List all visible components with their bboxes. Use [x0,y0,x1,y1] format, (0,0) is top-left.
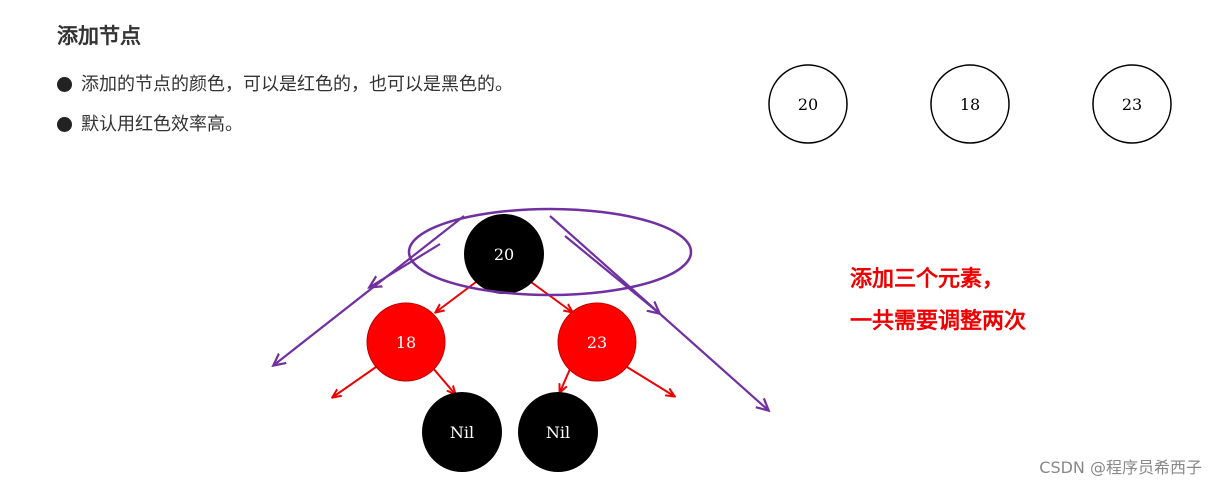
inserted-node-circle [768,64,848,144]
tree-node-root: 20 [464,214,544,294]
edge-23-right-nil [626,366,674,396]
inserted-node-label: 20 [798,95,818,114]
bullet-list: 添加的节点的颜色，可以是红色的，也可以是黑色的。 默认用红色效率高。 [57,68,513,148]
tree-node-circle [518,392,598,472]
inserted-node-18: 18 [930,64,1010,144]
annotation-line: 一共需要调整两次 [850,308,1027,334]
tree-node-label: 20 [494,245,514,264]
tree-node-label: Nil [546,423,570,442]
bullet-item: 默认用红色效率高。 [57,108,513,148]
edge-root-right [530,281,572,312]
inserted-node-circle [1092,64,1172,144]
tree-node-circle [422,392,502,472]
inserted-node-label: 23 [1122,95,1142,114]
tree-node-23: 23 [557,302,637,382]
tree-node-label: 23 [587,333,607,352]
bullet-dot-icon [57,77,72,92]
section-heading: 添加节点 [57,23,141,48]
rotation-arrow-long-right [549,215,768,410]
rotation-highlight-ellipse [407,207,693,297]
inserted-node-circle [930,64,1010,144]
inserted-node-20: 20 [768,64,848,144]
tree-node-circle [464,214,544,294]
annotation-line: 添加三个元素， [850,266,1005,292]
watermark: CSDN @程序员希西子 [1039,458,1202,477]
bullet-text: 默认用红色效率高。 [81,114,243,135]
bullet-dot-icon [57,117,72,132]
tree-node-circle [557,302,637,382]
edge-18-right-nil [431,366,455,394]
tree-node-label: 18 [396,333,416,352]
tree-node-nil-right: Nil [518,392,598,472]
edge-18-left-nil [333,366,377,397]
inserted-node-label: 18 [960,95,980,114]
inserted-node-23: 23 [1092,64,1172,144]
tree-node-18: 18 [366,302,446,382]
bullet-item: 添加的节点的颜色，可以是红色的，也可以是黑色的。 [57,68,513,108]
tree-node-nil-left: Nil [422,392,502,472]
adjustment-annotation: 添加三个元素， 一共需要调整两次 [850,258,1026,342]
bullet-text: 添加的节点的颜色，可以是红色的，也可以是黑色的。 [81,74,513,95]
edge-23-left-nil [560,368,571,392]
tree-node-circle [366,302,446,382]
tree-node-label: Nil [450,423,474,442]
rotation-arrow-long-left [274,215,465,365]
